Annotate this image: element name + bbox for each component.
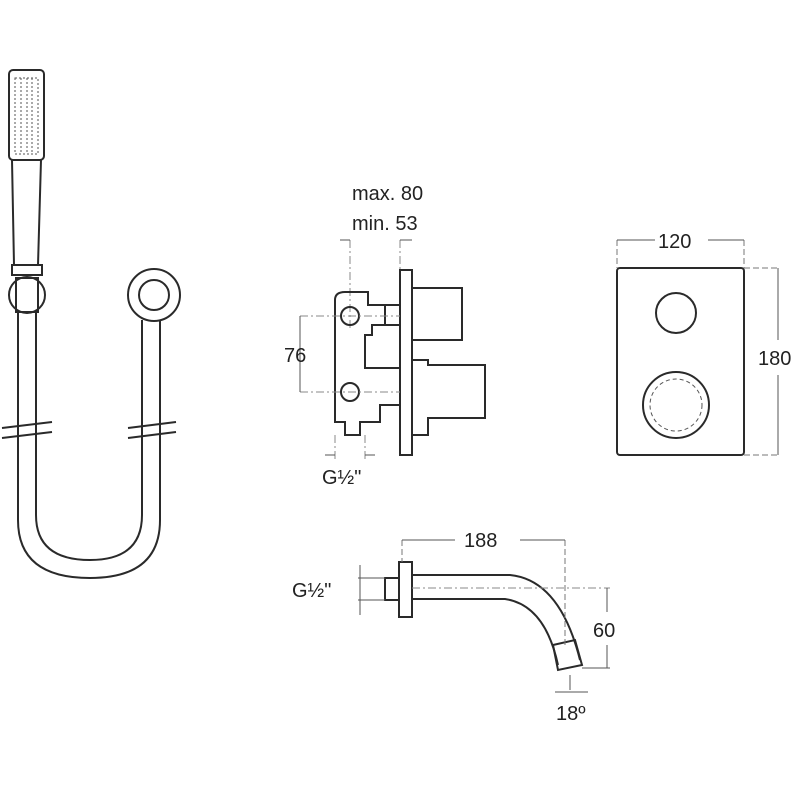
valve-min-depth-label: min. 53	[352, 213, 418, 235]
valve-thread-label: G½"	[322, 467, 361, 489]
hand-shower	[1, 69, 177, 580]
plate-width-label: 120	[658, 231, 691, 253]
concealed-valve	[299, 239, 486, 460]
spout-length-label: 188	[464, 530, 497, 552]
valve-inlet-spacing-label: 76	[284, 345, 306, 367]
spout-drop-label: 60	[593, 620, 615, 642]
spout-thread-label: G½"	[292, 580, 331, 602]
wall-outlet-bracket	[127, 268, 181, 322]
valve-max-depth-label: max. 80	[352, 183, 423, 205]
thermostat-plate	[616, 239, 780, 456]
plate-height-label: 180	[758, 348, 791, 370]
spout-angle-label: 18º	[556, 703, 586, 725]
spray-face-icon	[14, 77, 39, 155]
bath-spout	[358, 539, 610, 693]
